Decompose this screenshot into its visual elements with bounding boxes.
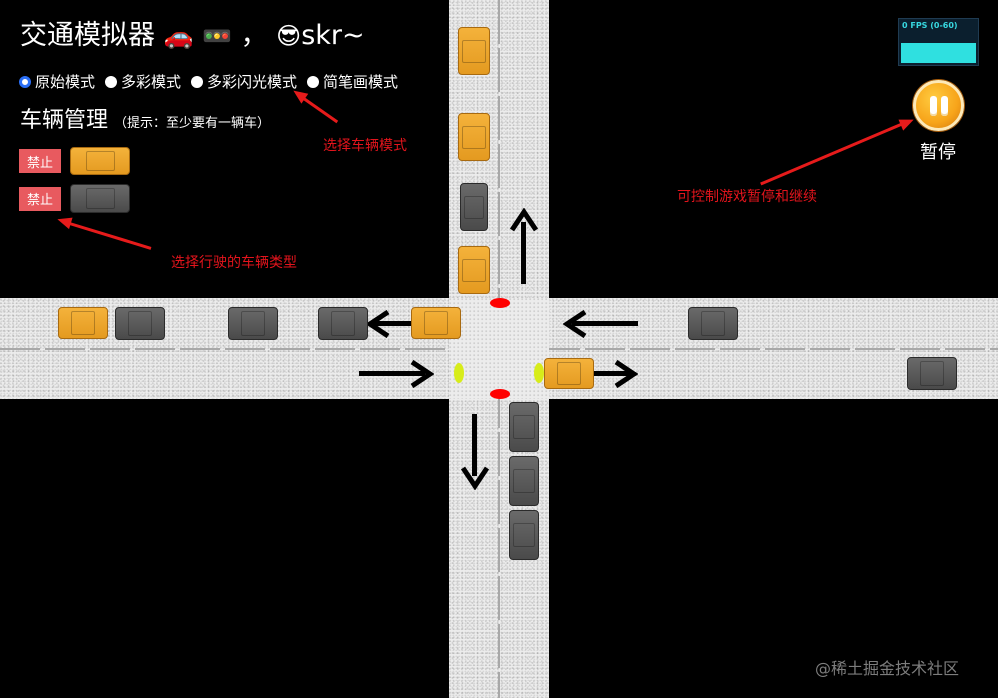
- vehicle-gray: [509, 510, 539, 560]
- vehicle-yellow: [58, 307, 108, 339]
- page-title: 交通模拟器 🚗 🚥 ， 😎skr~: [20, 18, 365, 54]
- annotation-arrow-pause: [760, 120, 909, 186]
- traffic-light-east: [534, 363, 544, 383]
- mode-label: 简笔画模式: [323, 73, 399, 91]
- mode-option-colorful-flash[interactable]: 多彩闪光模式: [191, 71, 297, 92]
- section-title: 车辆管理: [20, 108, 109, 133]
- car-emoji-icon: 🚗: [163, 22, 194, 50]
- mode-label: 原始模式: [35, 73, 96, 91]
- vehicle-row-gray: 禁止: [19, 184, 130, 213]
- ban-vehicle-button[interactable]: 禁止: [19, 149, 61, 173]
- radio-icon[interactable]: [105, 75, 118, 88]
- annotation-arrow-vehicle: [62, 220, 152, 250]
- watermark: @稀土掘金技术社区: [815, 659, 960, 678]
- fps-meter: 0 FPS (0-60): [898, 18, 979, 66]
- annotation-mode-select: 选择车辆模式: [323, 138, 407, 154]
- radio-checked-icon[interactable]: [19, 75, 31, 88]
- vehicle-yellow: [544, 358, 594, 389]
- annotation-vehicle-type: 选择行驶的车辆类型: [171, 255, 297, 271]
- vehicle-gray: [228, 307, 278, 340]
- traffic-light-west: [454, 363, 464, 383]
- sunglasses-emoji-icon: 😎: [276, 22, 302, 50]
- pause-icon: [929, 95, 937, 116]
- title-suffix: skr~: [301, 20, 365, 51]
- radio-icon[interactable]: [191, 75, 204, 88]
- vehicle-yellow: [458, 27, 490, 75]
- pause-label: 暂停: [920, 142, 956, 163]
- yellow-van-icon: [70, 147, 130, 175]
- intersection-box: [449, 298, 549, 399]
- traffic-light-north: [490, 298, 510, 308]
- mode-option-original[interactable]: 原始模式: [19, 71, 95, 92]
- vehicle-yellow: [411, 307, 461, 339]
- vehicle-gray: [907, 357, 957, 390]
- mode-radio-group: 原始模式 多彩模式 多彩闪光模式 简笔画模式: [19, 71, 398, 92]
- radio-icon[interactable]: [307, 75, 320, 88]
- vehicle-gray: [115, 307, 165, 340]
- vehicle-gray: [318, 307, 368, 340]
- vehicle-row-yellow: 禁止: [19, 147, 130, 175]
- fps-label: 0 FPS (0-60): [902, 21, 958, 30]
- pause-icon: [940, 95, 948, 116]
- fps-graph: [901, 43, 976, 63]
- vehicle-gray: [509, 456, 539, 506]
- annotation-pause: 可控制游戏暂停和继续: [677, 189, 817, 205]
- ban-vehicle-button[interactable]: 禁止: [19, 186, 61, 211]
- mode-label: 多彩闪光模式: [207, 73, 298, 91]
- annotation-arrow-mode: [297, 93, 339, 124]
- vehicle-yellow: [458, 113, 490, 161]
- mode-option-colorful[interactable]: 多彩模式: [105, 71, 181, 92]
- mode-label: 多彩模式: [121, 73, 182, 91]
- vehicle-yellow: [458, 246, 490, 294]
- vehicle-gray: [509, 402, 539, 452]
- mode-option-sketch[interactable]: 简笔画模式: [307, 71, 398, 92]
- title-separator: ，: [240, 20, 268, 51]
- traffic-light-south: [490, 389, 510, 399]
- traffic-light-emoji-icon: 🚥: [202, 22, 232, 50]
- vehicle-gray: [460, 183, 488, 231]
- vehicle-gray: [688, 307, 738, 340]
- pause-button[interactable]: [913, 80, 964, 131]
- title-text: 交通模拟器: [20, 20, 155, 51]
- section-hint: （提示：至少要有一辆车）: [114, 116, 271, 131]
- vehicle-management-heading: 车辆管理 （提示：至少要有一辆车）: [20, 102, 270, 134]
- gray-suv-icon: [70, 184, 130, 213]
